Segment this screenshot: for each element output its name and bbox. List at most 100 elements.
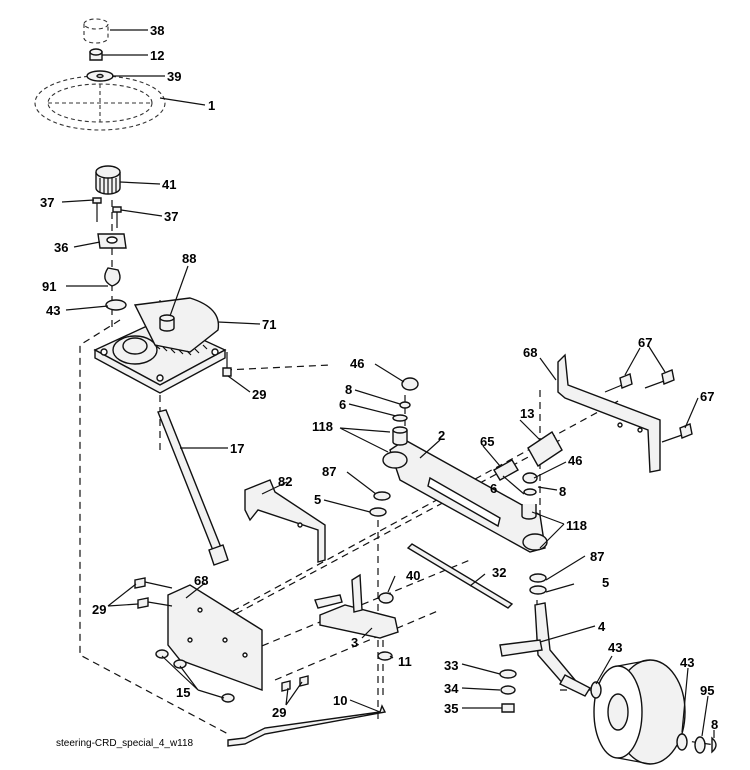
spacer-118-right <box>521 504 537 520</box>
callout-labels: 38 12 39 1 41 37 37 36 91 43 88 71 29 17… <box>40 23 718 732</box>
callout-6b: 6 <box>490 481 497 496</box>
callout-67a: 67 <box>638 335 652 350</box>
callout-37b: 37 <box>164 209 178 224</box>
washer-39-hole <box>96 73 104 79</box>
washer-43 <box>105 299 127 311</box>
washer-33 <box>499 669 517 679</box>
drag-link-10 <box>227 704 387 747</box>
spindle-4 <box>499 602 591 697</box>
callout-67b: 67 <box>700 389 714 404</box>
callout-43b: 43 <box>608 640 622 655</box>
washer-87-left <box>373 491 391 501</box>
cap-46-right <box>522 472 538 484</box>
callout-46b: 46 <box>568 453 582 468</box>
washer-87-right <box>529 573 547 583</box>
callout-10: 10 <box>333 693 347 708</box>
callout-12: 12 <box>150 48 164 63</box>
callout-1: 1 <box>208 98 215 113</box>
callout-87a: 87 <box>322 464 336 479</box>
callout-11: 11 <box>398 654 412 669</box>
nut-35 <box>501 703 515 713</box>
callout-68a: 68 <box>523 345 537 360</box>
nut-12 <box>89 48 103 61</box>
callout-37a: 37 <box>40 195 54 210</box>
callout-33: 33 <box>444 658 458 673</box>
callout-43c: 43 <box>680 655 694 670</box>
bushing-36 <box>97 233 127 249</box>
bracket-82 <box>244 479 326 563</box>
tie-rod-32 <box>406 543 514 609</box>
callout-4: 4 <box>598 619 606 634</box>
callout-15: 15 <box>176 685 190 700</box>
bolts-29-left <box>134 577 173 609</box>
washer-43-inner <box>590 681 602 699</box>
adapter-41 <box>95 165 121 195</box>
callout-29a: 29 <box>252 387 266 402</box>
steering-shaft-17 <box>157 409 229 566</box>
callout-95: 95 <box>700 683 714 698</box>
callout-32: 32 <box>492 565 506 580</box>
washer-5-right <box>529 585 547 595</box>
clip-91 <box>104 267 121 287</box>
callout-6a: 6 <box>339 397 346 412</box>
callout-17: 17 <box>230 441 244 456</box>
callout-8b: 8 <box>559 484 566 499</box>
callout-5a: 5 <box>314 492 321 507</box>
callout-29c: 29 <box>272 705 286 720</box>
callout-118a: 118 <box>312 419 333 434</box>
callout-13: 13 <box>520 406 534 421</box>
callout-88: 88 <box>182 251 196 266</box>
callout-65: 65 <box>480 434 494 449</box>
callout-68b: 68 <box>194 573 208 588</box>
cap-38 <box>83 18 109 44</box>
callout-35: 35 <box>444 701 458 716</box>
callout-5b: 5 <box>602 575 609 590</box>
leader-lines <box>61 29 715 738</box>
washer-11 <box>377 651 393 661</box>
callout-118b: 118 <box>566 518 587 533</box>
callout-3: 3 <box>351 635 358 650</box>
bolt-29-gear <box>222 352 232 377</box>
front-axle-2 <box>382 439 548 553</box>
pin-65 <box>493 459 519 481</box>
steering-wheel <box>34 75 166 131</box>
callout-39: 39 <box>167 69 181 84</box>
callout-46a: 46 <box>350 356 364 371</box>
washer-6-right <box>523 488 537 496</box>
bracket-68-upper <box>557 353 661 473</box>
callout-36: 36 <box>54 240 68 255</box>
bushing-13 <box>527 430 563 468</box>
callout-40: 40 <box>406 568 420 583</box>
bolts-37 <box>92 197 122 228</box>
bracket-68-lower <box>167 584 263 692</box>
washer-5-left <box>369 507 387 517</box>
callout-43a: 43 <box>46 303 60 318</box>
bolts-67 <box>604 369 693 443</box>
callout-91: 91 <box>42 279 56 294</box>
washer-34 <box>500 685 516 695</box>
callout-41: 41 <box>162 177 176 192</box>
callout-71: 71 <box>262 317 276 332</box>
sector-gear-71 <box>133 297 220 356</box>
callout-29b: 29 <box>92 602 106 617</box>
callout-82: 82 <box>278 474 292 489</box>
pitman-arm-3 <box>314 573 399 639</box>
front-wheel <box>593 659 686 765</box>
callout-8a: 8 <box>345 382 352 397</box>
washer-43-outer <box>676 733 688 751</box>
callout-38: 38 <box>150 23 164 38</box>
spacers-118-left <box>392 377 419 446</box>
bushing-88 <box>159 314 175 332</box>
diagram-caption: steering-CRD_special_4_w118 <box>56 738 194 749</box>
spacer-40 <box>378 592 394 604</box>
callout-8c: 8 <box>711 717 718 732</box>
clip-8-wheel <box>711 736 717 754</box>
callout-87b: 87 <box>590 549 604 564</box>
bolts-29-lower <box>281 675 309 692</box>
washer-95 <box>694 736 706 754</box>
nuts-15 <box>155 649 235 703</box>
callout-2: 2 <box>438 428 445 443</box>
callout-34: 34 <box>444 681 459 696</box>
